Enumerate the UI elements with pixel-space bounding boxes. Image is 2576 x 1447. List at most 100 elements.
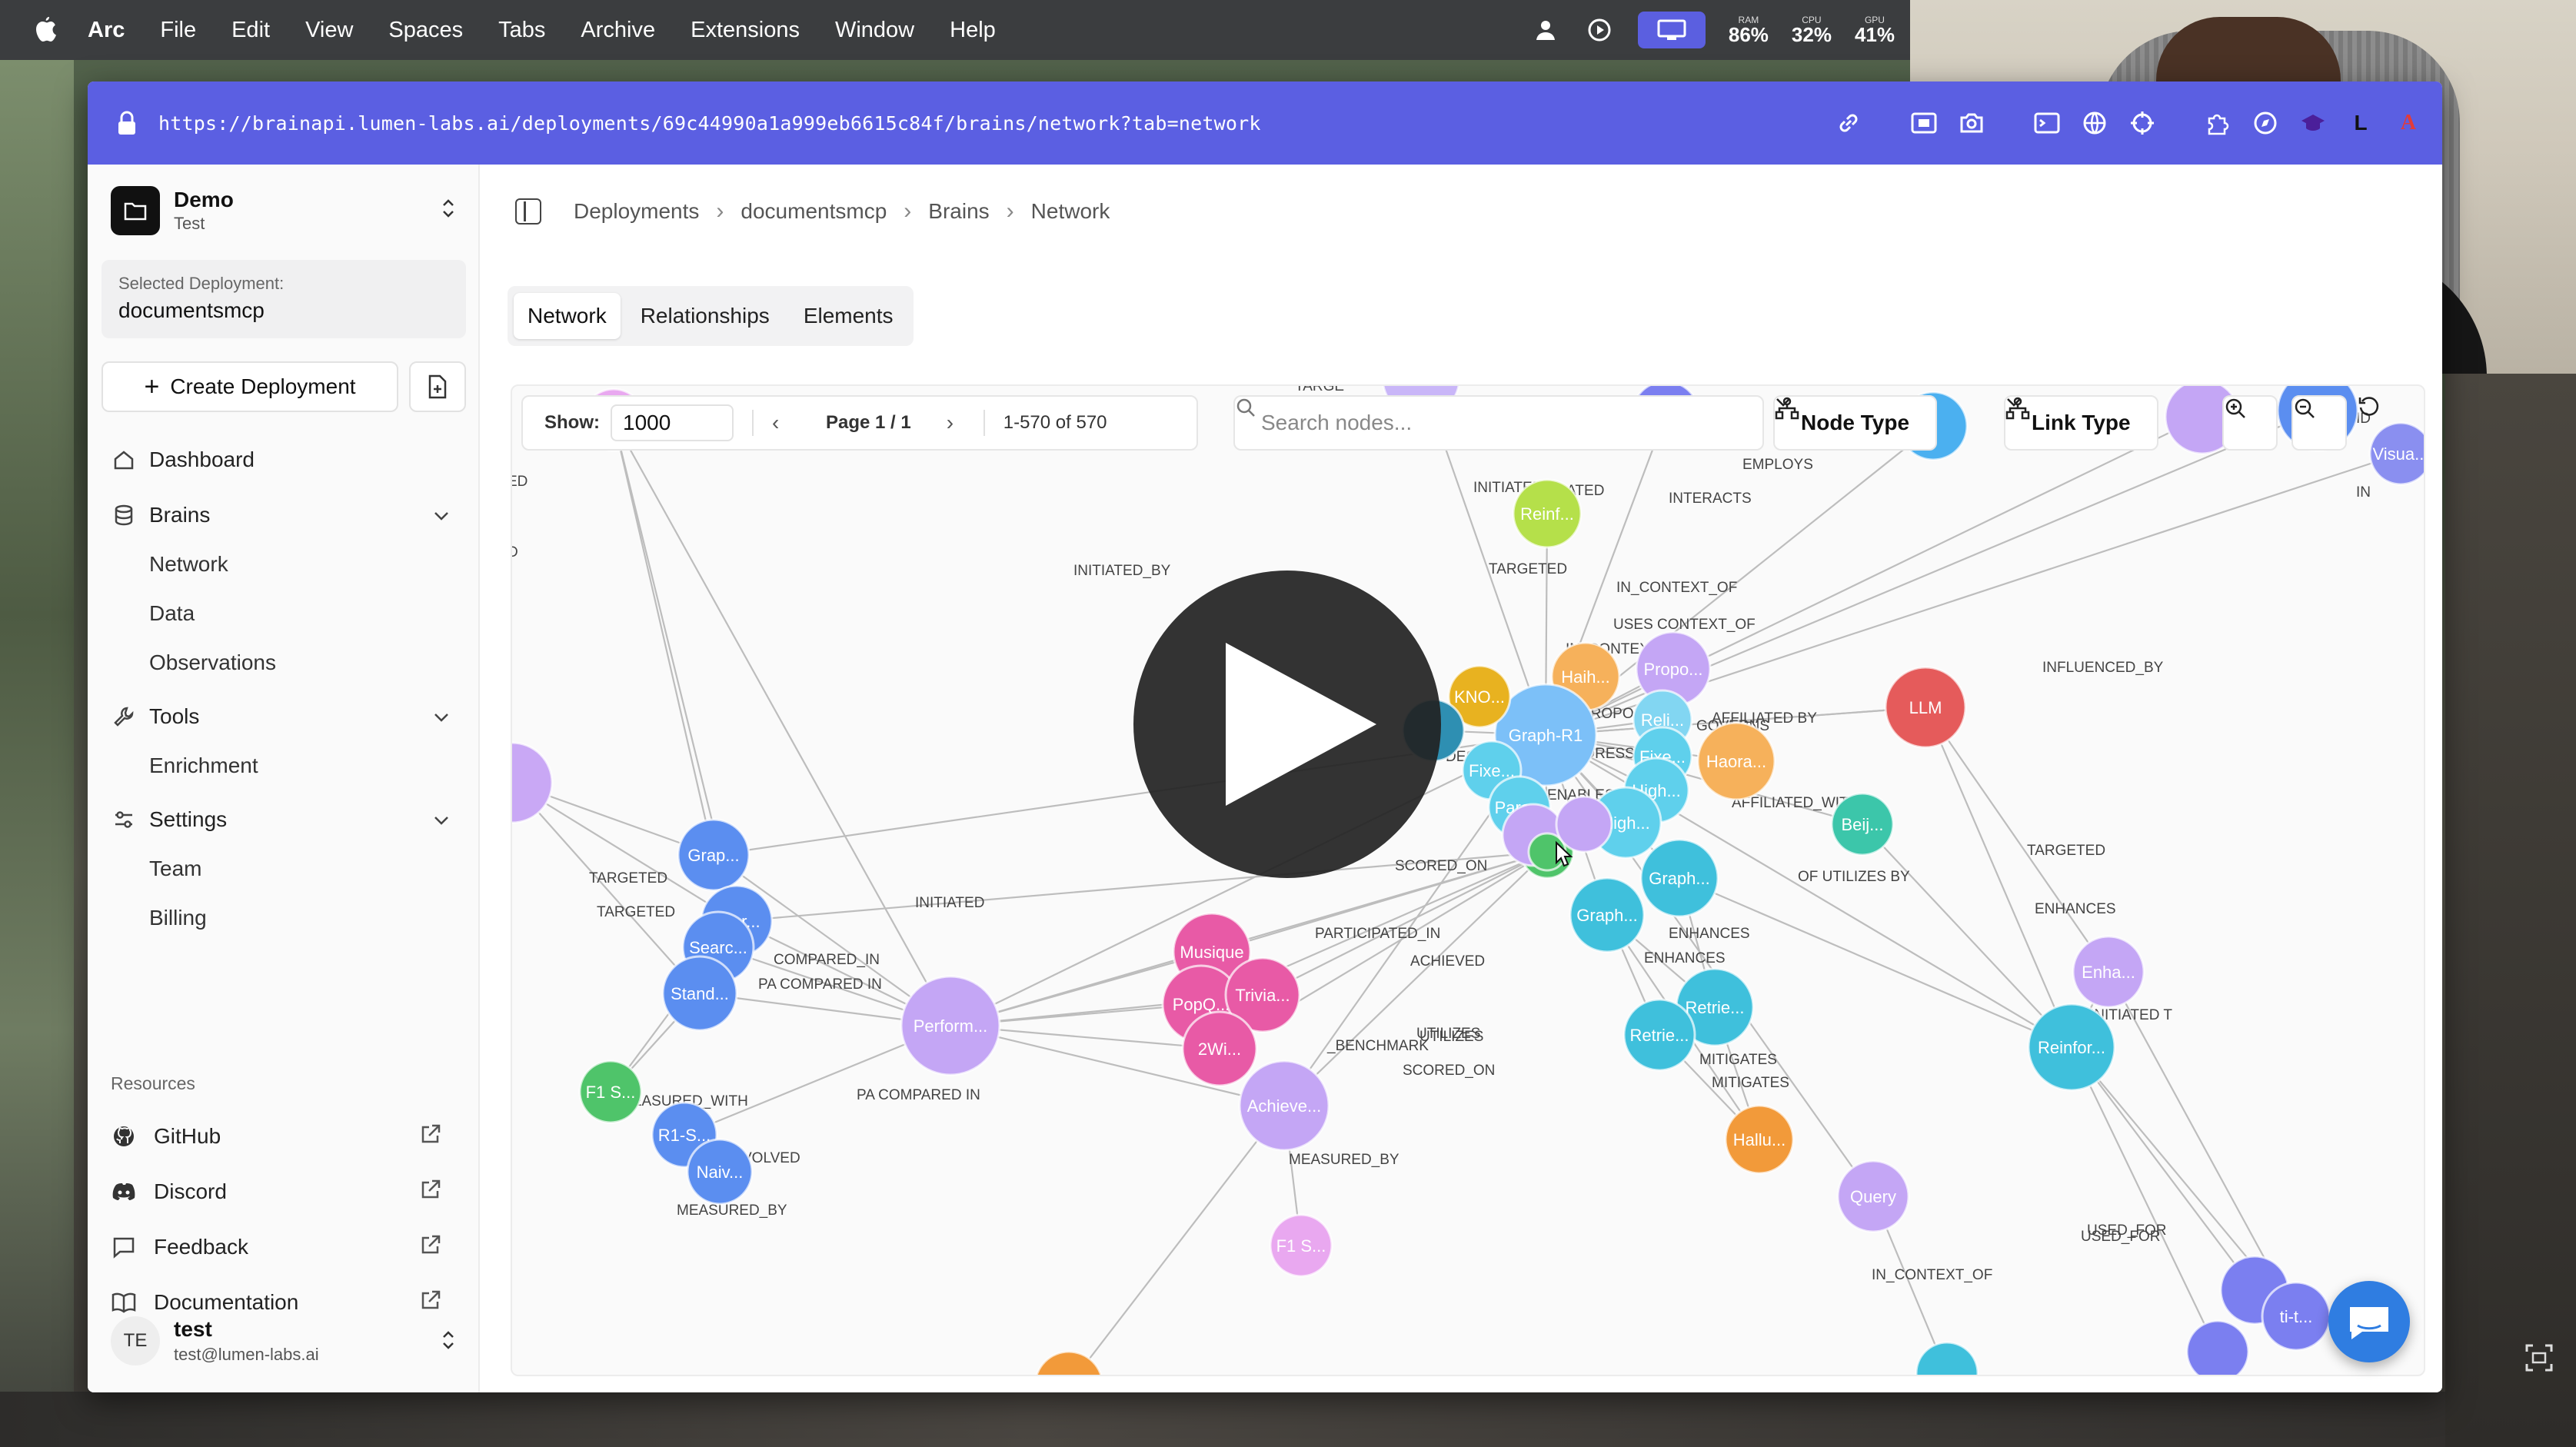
resource-documentation[interactable]: Documentation [111, 1279, 464, 1326]
graph-node-circle[interactable] [2072, 935, 2145, 1009]
screen-mirroring-icon[interactable] [1637, 12, 1706, 48]
sidebar-item-data[interactable]: Data [149, 590, 503, 637]
graph-node-circle[interactable] [578, 1059, 643, 1124]
graph-node-circle[interactable] [900, 975, 1001, 1076]
menu-extensions[interactable]: Extensions [691, 17, 800, 42]
graph-node[interactable]: LLM [1884, 666, 1967, 749]
link-icon[interactable] [1833, 108, 1864, 138]
chevron-down-icon[interactable] [432, 807, 451, 832]
new-document-button[interactable] [409, 361, 466, 412]
graph-node-circle[interactable] [1238, 1059, 1330, 1152]
tab-elements[interactable]: Elements [803, 304, 894, 328]
camera-icon[interactable] [1956, 108, 1987, 138]
graph-node[interactable]: Query [1836, 1159, 1910, 1233]
show-count-input[interactable]: 1000 [611, 404, 734, 441]
terminal-icon[interactable] [2032, 108, 2062, 138]
menu-archive[interactable]: Archive [581, 17, 656, 42]
graph-node[interactable]: Reinfor... [2027, 1003, 2116, 1092]
globe-icon[interactable] [2079, 108, 2110, 138]
graph-node[interactable]: Achieve... [1238, 1059, 1330, 1152]
graph-node[interactable]: Perform... [900, 975, 1001, 1076]
screen-capture-icon[interactable] [2524, 1342, 2554, 1373]
sidebar-item-network[interactable]: Network [149, 541, 503, 587]
graph-node[interactable]: Visua... [2368, 421, 2425, 486]
graph-node-circle[interactable] [1512, 478, 1583, 549]
graph-node[interactable] [512, 741, 554, 824]
compass-icon[interactable] [2250, 108, 2281, 138]
sidebar-item-tools[interactable]: Tools [111, 694, 464, 740]
graph-node-circle[interactable] [661, 955, 738, 1032]
graph-node-circle[interactable] [1224, 956, 1301, 1033]
graph-node-circle[interactable] [686, 1138, 754, 1206]
graph-node[interactable]: F1 S... [578, 1059, 643, 1124]
user-menu[interactable]: TE test test@lumen-labs.ai [111, 1302, 464, 1379]
graph-node[interactable]: KNO... [1447, 664, 1512, 729]
graph-node-circle[interactable] [1555, 795, 1613, 853]
sidebar-item-billing[interactable]: Billing [149, 895, 503, 941]
graph-node-circle[interactable] [1569, 877, 1646, 953]
play-circle-icon[interactable] [1584, 15, 1615, 45]
zoom-out-button[interactable] [2291, 395, 2347, 451]
graph-node[interactable] [1035, 1350, 1103, 1376]
puzzle-icon[interactable] [2202, 108, 2233, 138]
sidebar-toggle-icon[interactable] [515, 198, 541, 225]
capture-icon[interactable] [1909, 108, 1939, 138]
user-icon[interactable] [1530, 15, 1561, 45]
graph-node[interactable] [2185, 1319, 2250, 1376]
graph-node[interactable]: Enha... [2072, 935, 2145, 1009]
graph-node-circle[interactable] [1639, 838, 1719, 918]
resource-github[interactable]: GitHub [111, 1113, 464, 1159]
graph-node[interactable] [1555, 795, 1613, 853]
graph-node[interactable]: Grap... [677, 818, 751, 892]
graph-node[interactable]: Graph... [1569, 877, 1646, 953]
breadcrumb-brains[interactable]: Brains [928, 199, 990, 223]
tab-network[interactable]: Network [514, 293, 621, 339]
workspace-switcher[interactable]: Demo Test [111, 180, 464, 241]
resource-discord[interactable]: Discord [111, 1169, 464, 1215]
chevron-down-icon[interactable] [432, 503, 451, 527]
graph-node[interactable]: Graph... [1639, 838, 1719, 918]
graph-node[interactable] [1915, 1341, 1979, 1376]
graph-node-circle[interactable] [1830, 792, 1895, 857]
graph-node[interactable]: Reinf... [1512, 478, 1583, 549]
sidebar-item-settings[interactable]: Settings [111, 797, 464, 843]
graph-node[interactable]: Haora... [1696, 721, 1776, 801]
graph-node[interactable]: ti-t... [2261, 1281, 2331, 1352]
sidebar-item-brains[interactable]: Brains [111, 492, 464, 538]
menu-view[interactable]: View [305, 17, 354, 42]
apple-icon[interactable] [31, 15, 60, 45]
sidebar-item-dashboard[interactable]: Dashboard [111, 437, 464, 483]
video-play-button[interactable] [1133, 570, 1441, 878]
extension-l-icon[interactable]: L [2354, 111, 2368, 135]
graph-node[interactable]: Retrie... [1675, 967, 1755, 1047]
graph-node[interactable]: Beij... [1830, 792, 1895, 857]
menu-arc[interactable]: Arc [88, 17, 125, 42]
graph-node-circle[interactable] [1724, 1104, 1795, 1175]
chat-support-button[interactable] [2328, 1281, 2410, 1362]
graph-node-circle[interactable] [1696, 721, 1776, 801]
reset-view-button[interactable] [2358, 395, 2398, 451]
graph-node-circle[interactable] [512, 741, 554, 824]
zoom-in-button[interactable] [2222, 395, 2278, 451]
graph-node-circle[interactable] [1035, 1350, 1103, 1376]
graph-node-circle[interactable] [2368, 421, 2425, 486]
graph-node-circle[interactable] [1447, 664, 1512, 729]
create-deployment-button[interactable]: + Create Deployment [102, 361, 398, 412]
extension-a-icon[interactable]: A [2400, 111, 2417, 135]
link-type-dropdown[interactable]: Link Type [2004, 395, 2158, 451]
graph-node-circle[interactable] [1836, 1159, 1910, 1233]
chevron-down-icon[interactable] [432, 704, 451, 729]
node-type-dropdown[interactable]: Node Type [1773, 395, 1938, 451]
menu-spaces[interactable]: Spaces [388, 17, 464, 42]
graph-node-circle[interactable] [2027, 1003, 2116, 1092]
graph-node-circle[interactable] [677, 818, 751, 892]
graph-node-circle[interactable] [1181, 1010, 1258, 1087]
graph-node[interactable]: Trivia... [1224, 956, 1301, 1033]
graph-node[interactable]: Hallu... [1724, 1104, 1795, 1175]
breadcrumb-deployments[interactable]: Deployments [574, 199, 700, 223]
chevron-left-icon[interactable]: ‹ [772, 411, 780, 434]
extension-cap-icon[interactable] [2298, 108, 2328, 138]
sidebar-item-team[interactable]: Team [149, 846, 503, 892]
